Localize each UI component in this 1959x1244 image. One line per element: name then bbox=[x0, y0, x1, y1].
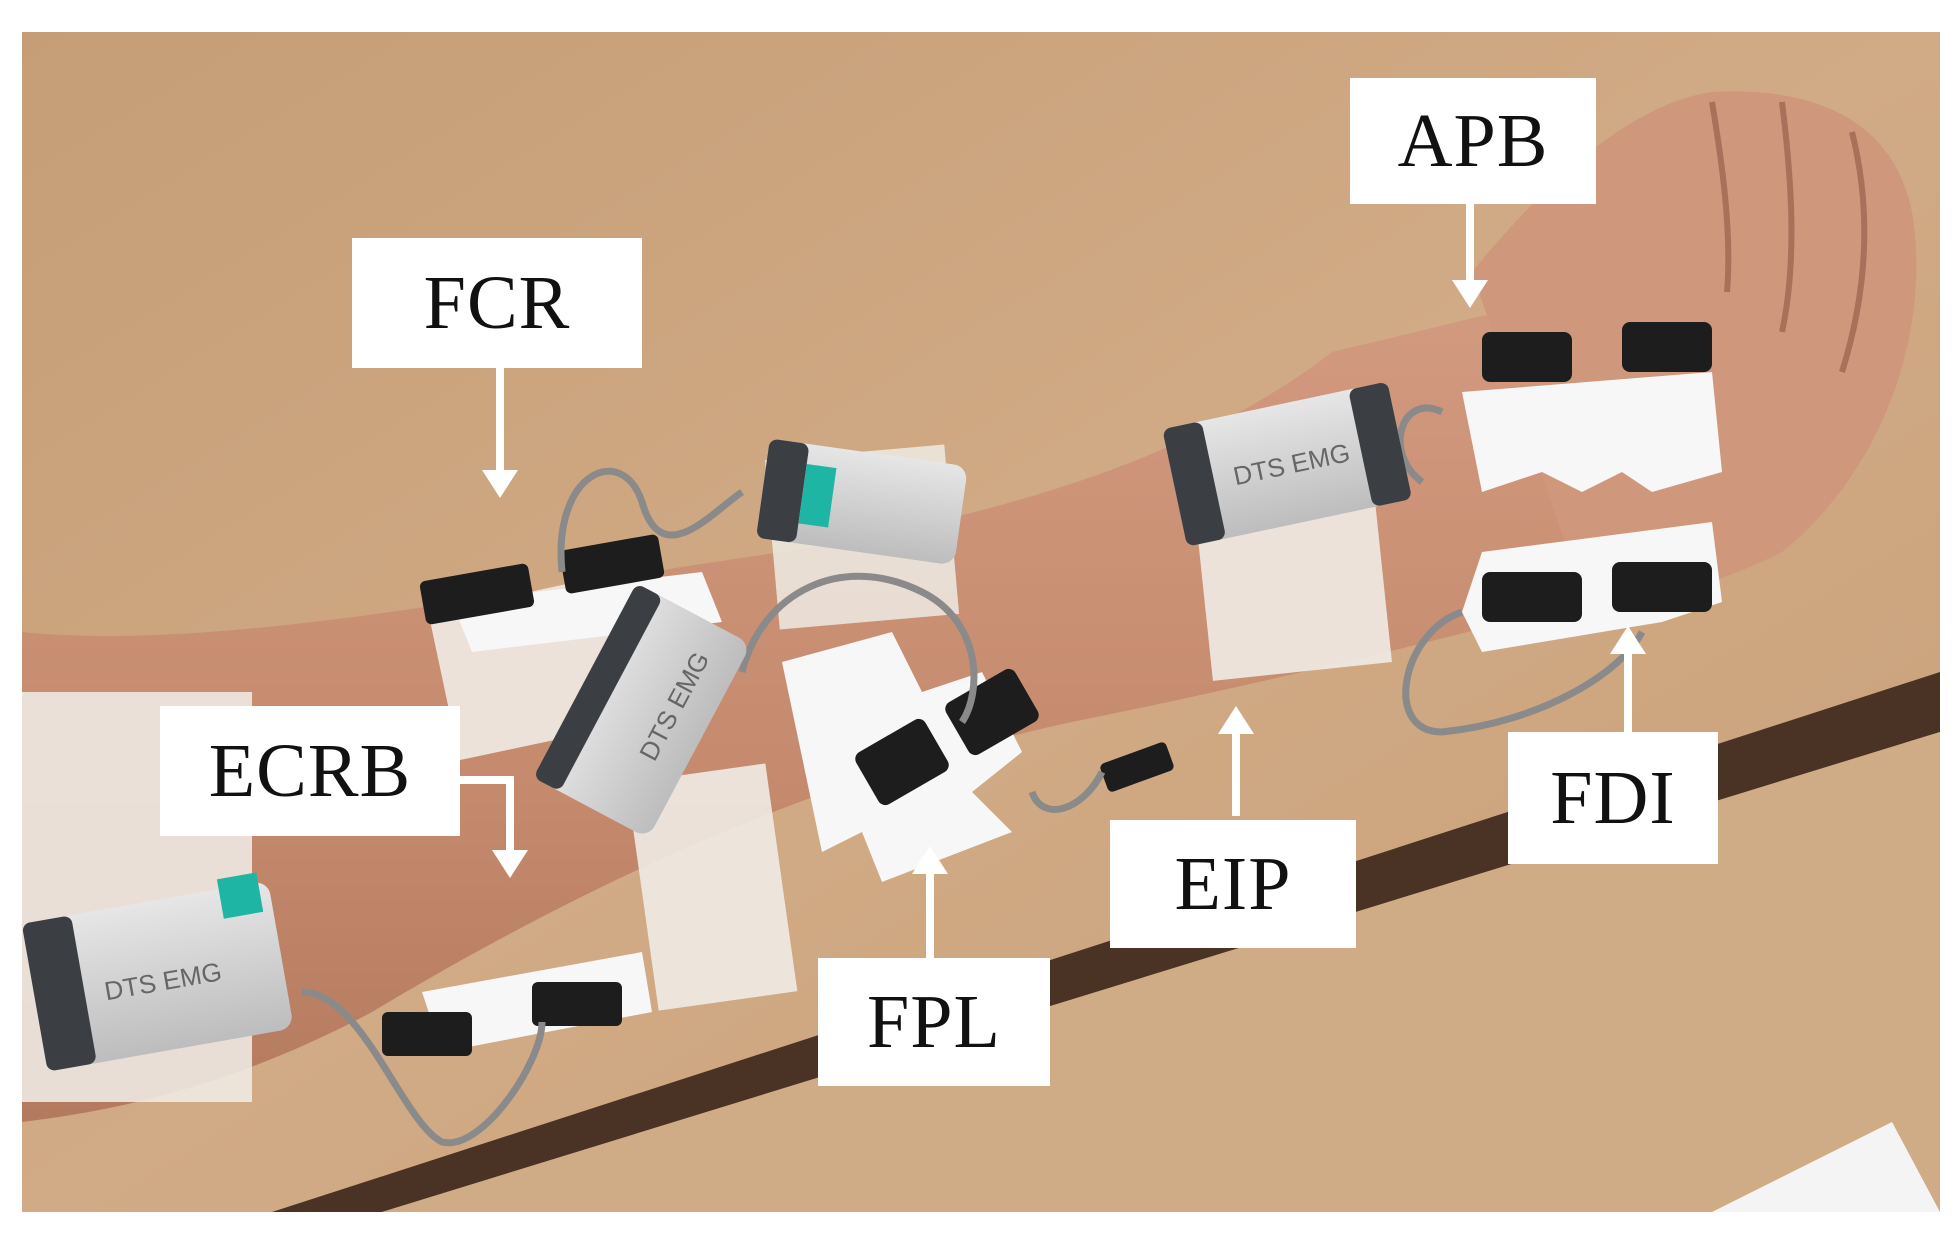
electrode-clips bbox=[382, 322, 1712, 1056]
finger-line bbox=[1839, 131, 1868, 373]
label-ecrb: ECRB bbox=[160, 706, 460, 836]
paper-corner bbox=[1712, 1122, 1940, 1212]
sensor-wrist: DTS EMG bbox=[1163, 382, 1411, 546]
sensor-forearm-top bbox=[757, 439, 967, 564]
label-eip: EIP bbox=[1110, 820, 1356, 948]
finger-line bbox=[1779, 101, 1795, 333]
finger-line bbox=[1709, 101, 1732, 293]
label-apb: APB bbox=[1350, 78, 1596, 204]
electrode-pad bbox=[1462, 372, 1722, 492]
sensor-elbow: DTS EMG bbox=[22, 872, 292, 1071]
label-fcr: FCR bbox=[352, 238, 642, 368]
label-fdi: FDI bbox=[1508, 732, 1718, 864]
tape bbox=[626, 763, 798, 1011]
label-arrows bbox=[452, 202, 1646, 958]
electrode-pad bbox=[452, 572, 722, 652]
wires bbox=[301, 404, 1646, 1147]
label-fpl: FPL bbox=[818, 958, 1050, 1086]
